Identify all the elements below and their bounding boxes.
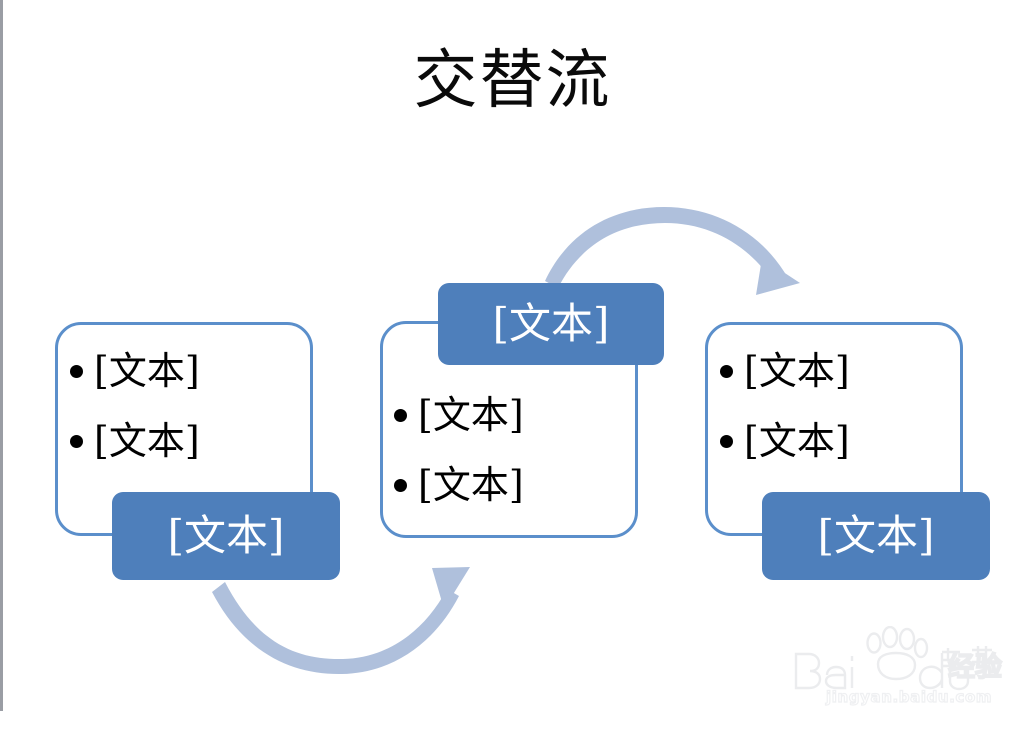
bullet-text: [文本] — [744, 349, 850, 393]
list-item[interactable]: [文本] — [394, 380, 1015, 450]
bullet-dot-icon — [70, 434, 83, 448]
list-item[interactable]: [文本] — [394, 450, 1015, 520]
label-chip-right[interactable]: [文本] — [762, 492, 990, 580]
bullet-text: [文本] — [418, 393, 524, 437]
bullet-list-right: [文本] [文本] — [720, 336, 1015, 476]
label-chip-middle[interactable]: [文本] — [438, 283, 664, 365]
bullet-text: [文本] — [94, 419, 200, 463]
bullet-text: [文本] — [94, 349, 200, 393]
bullet-dot-icon — [720, 434, 733, 448]
bullet-text: [文本] — [744, 419, 850, 463]
bullet-dot-icon — [720, 364, 733, 378]
bullet-list-middle: [文本] [文本] — [394, 380, 1015, 520]
list-item[interactable]: [文本] — [70, 406, 1015, 476]
bullet-list-left: [文本] [文本] — [70, 336, 1015, 476]
list-item[interactable]: [文本] — [720, 336, 1015, 406]
list-item[interactable]: [文本] — [720, 406, 1015, 476]
bullet-dot-icon — [394, 408, 407, 422]
left-edge-strip — [0, 0, 3, 711]
page-title: 交替流 — [413, 44, 612, 118]
bullet-text: [文本] — [418, 463, 524, 507]
bullet-dot-icon — [394, 478, 407, 492]
list-item[interactable]: [文本] — [70, 336, 1015, 406]
label-chip-left[interactable]: [文本] — [112, 492, 340, 580]
bullet-dot-icon — [70, 364, 83, 378]
